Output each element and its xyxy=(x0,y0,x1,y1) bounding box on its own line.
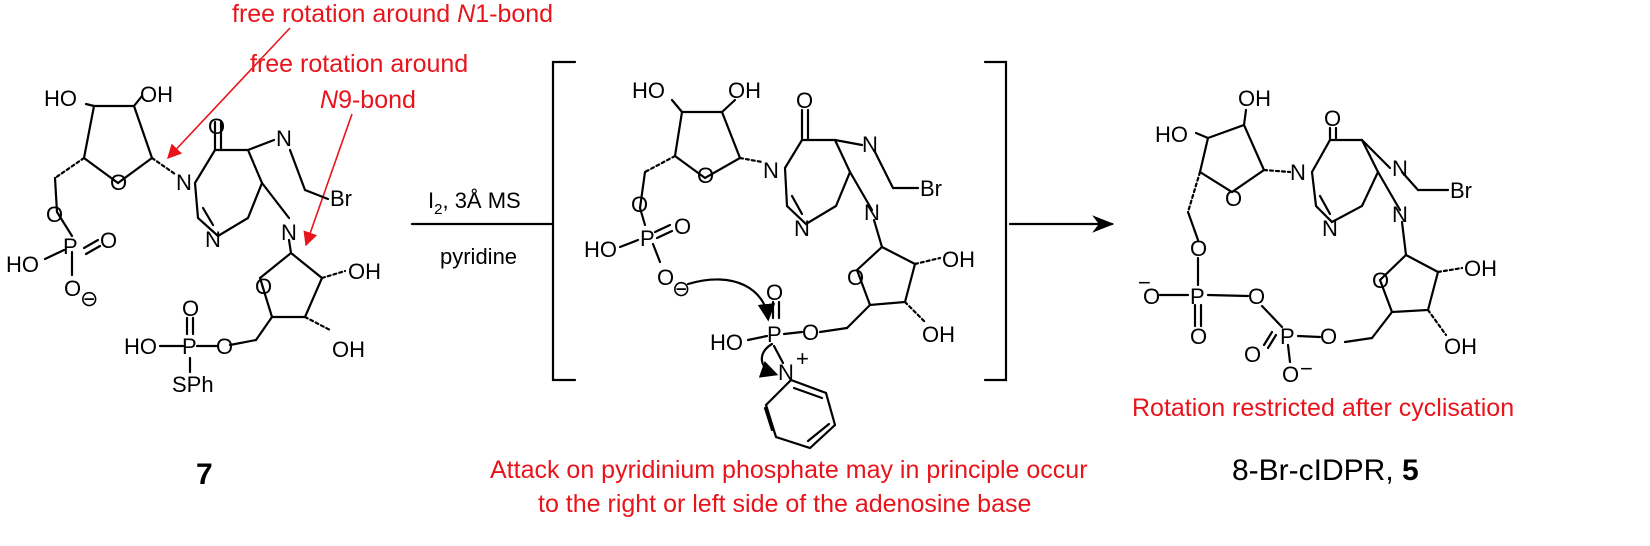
atom-label: O xyxy=(1320,324,1337,349)
atom-label: P xyxy=(182,334,197,359)
atom-label: O xyxy=(847,265,864,290)
atom-label: HO xyxy=(6,252,39,277)
atom-label: P xyxy=(1190,284,1205,309)
atom-label: O xyxy=(1190,236,1207,261)
atom-label: N xyxy=(176,170,192,195)
atom-label: N xyxy=(763,158,779,183)
atom-label: O xyxy=(64,276,81,301)
atom-label: O xyxy=(1143,284,1160,309)
atom-label: N xyxy=(1322,216,1338,241)
atom-label: O xyxy=(100,228,117,253)
atom-label: OH xyxy=(1444,334,1477,359)
atom-label: O xyxy=(657,265,674,290)
atom-label: ⊖ xyxy=(80,286,98,311)
atom-label: O xyxy=(796,88,813,113)
atom-label: O xyxy=(1248,284,1265,309)
atom-label: N xyxy=(281,220,297,245)
atom-label: OH xyxy=(332,337,365,362)
atom-label: OH xyxy=(140,82,173,107)
atom-label: O xyxy=(182,296,199,321)
annotation-rotation-restricted: Rotation restricted after cyclisation xyxy=(1132,394,1514,422)
compound-label-product: 8-Br-cIDPR, 5 xyxy=(1232,454,1419,487)
annotation-attack-line2: to the right or left side of the adenosi… xyxy=(538,490,1031,518)
atom-label: HO xyxy=(584,237,617,262)
atom-label: P xyxy=(767,322,782,347)
reaction-solvent: pyridine xyxy=(440,244,517,269)
annotation-n9-rotation-line2: N9-bond xyxy=(320,86,416,114)
compound-label-7: 7 xyxy=(196,458,213,491)
atom-label: − xyxy=(1138,270,1151,295)
atom-label: OH xyxy=(1464,256,1497,281)
atom-label: O xyxy=(216,334,233,359)
atom-label: ⊖ xyxy=(672,276,690,301)
atom-label: OH xyxy=(728,78,761,103)
atom-label: O xyxy=(697,163,714,188)
atom-label: Br xyxy=(1450,178,1472,203)
atom-label: SPh xyxy=(172,372,214,397)
atom-label: N xyxy=(794,216,810,241)
annotation-n9-rotation-line1: free rotation around xyxy=(250,50,468,78)
arrow-n9-bond xyxy=(303,113,353,247)
bracket-left xyxy=(551,60,577,382)
atom-label: P xyxy=(640,226,655,251)
atom-label: O xyxy=(674,214,691,239)
atom-label: Br xyxy=(920,176,942,201)
atom-label: HO xyxy=(632,78,665,103)
atom-label: O xyxy=(1282,362,1299,387)
atom-label: O xyxy=(766,280,783,305)
atom-label: O xyxy=(1324,106,1341,131)
atom-label: O xyxy=(1372,268,1389,293)
intermediate-structure xyxy=(618,98,942,450)
atom-label: HO xyxy=(710,330,743,355)
atom-label: OH xyxy=(1238,86,1271,111)
atom-label: OH xyxy=(922,322,955,347)
atom-label: O xyxy=(1244,342,1261,367)
atom-label: + xyxy=(796,346,809,371)
annotation-n1-rotation: free rotation around N1-bond xyxy=(232,0,553,28)
atom-label: N xyxy=(1392,156,1408,181)
arrow-n1-bond xyxy=(167,27,291,160)
atom-label: N xyxy=(1392,202,1408,227)
atom-label: O xyxy=(1225,186,1242,211)
atom-label: Br xyxy=(330,186,352,211)
atom-label: P xyxy=(1280,324,1295,349)
atom-label: O xyxy=(208,114,225,139)
atom-label: O xyxy=(631,192,648,217)
atom-label: O xyxy=(110,170,127,195)
atom-label: O xyxy=(255,274,272,299)
atom-label: N xyxy=(862,132,878,157)
atom-label: OH xyxy=(942,247,975,272)
atom-label: O xyxy=(1190,324,1207,349)
atom-label: OH xyxy=(348,259,381,284)
product-structure xyxy=(1158,108,1464,364)
atom-label: HO xyxy=(1155,122,1188,147)
atom-label: O xyxy=(46,202,63,227)
atom-label: P xyxy=(63,234,78,259)
atom-label: HO xyxy=(124,334,157,359)
bracket-right xyxy=(983,60,1008,382)
atom-label: N xyxy=(864,200,880,225)
atom-label: O xyxy=(802,320,819,345)
atom-label: N xyxy=(276,126,292,151)
atom-label: N xyxy=(205,227,221,252)
compound-7-structure xyxy=(43,94,347,374)
atom-label: − xyxy=(1300,356,1313,381)
reaction-reagent: I2, 3Å MS xyxy=(428,188,521,218)
atom-label: HO xyxy=(44,86,77,111)
atom-label: N xyxy=(1290,160,1306,185)
atom-label: N xyxy=(778,360,794,385)
annotation-attack-line1: Attack on pyridinium phosphate may in pr… xyxy=(490,456,1088,484)
